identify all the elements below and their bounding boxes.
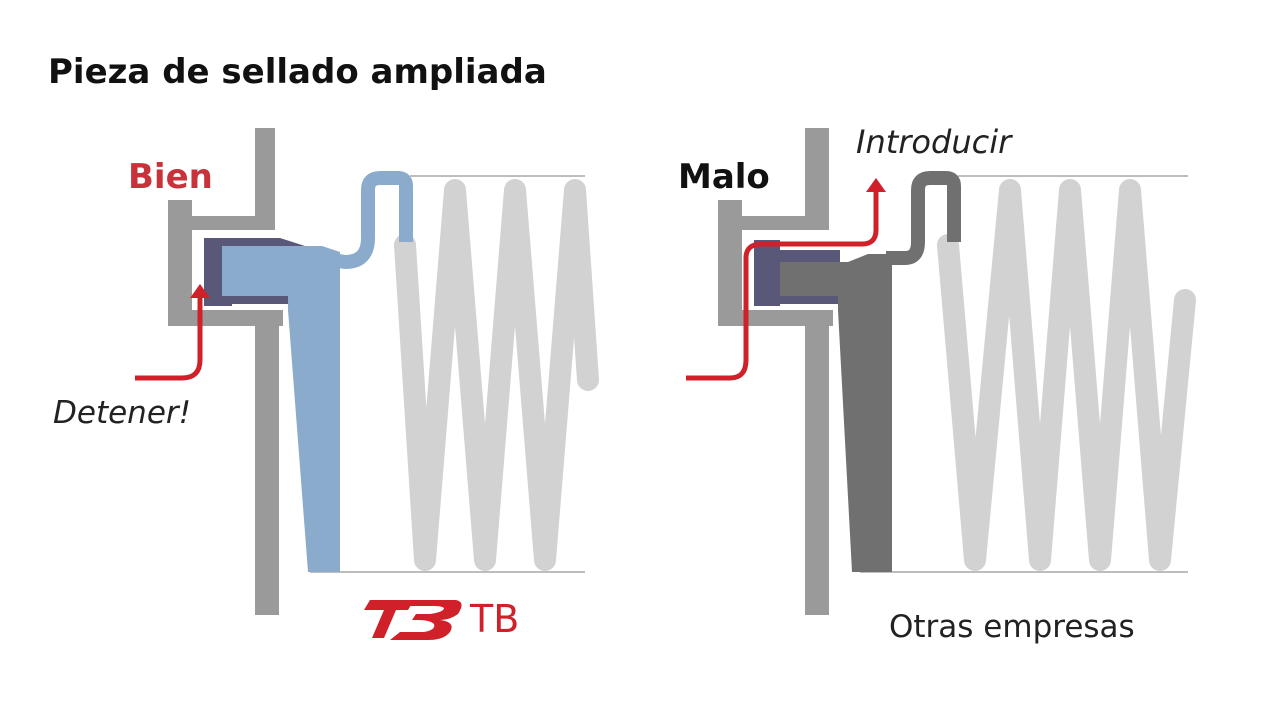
tb-seal-diagram [135,128,599,615]
stop-label: Detener! [53,395,192,431]
tb-seal-body [222,171,413,572]
tb-logo-icon [364,600,462,640]
other-seal-body [780,171,961,572]
other-seal-diagram [686,128,1196,615]
leak-arrow [686,178,886,381]
spring-chamber-right [860,175,1188,573]
stop-arrow [135,284,210,381]
bad-label: Malo [678,157,770,197]
introduce-label: Introducir [856,123,1012,161]
page-title: Pieza de sellado ampliada [48,52,547,92]
spring-right [937,179,1196,571]
spring-left [394,179,599,571]
other-companies-caption: Otras empresas [889,609,1135,645]
housing-right [718,128,833,615]
brand-text: TB [470,597,520,641]
housing-left [168,128,283,615]
good-label: Bien [128,157,213,197]
spring-chamber-left [310,175,585,573]
